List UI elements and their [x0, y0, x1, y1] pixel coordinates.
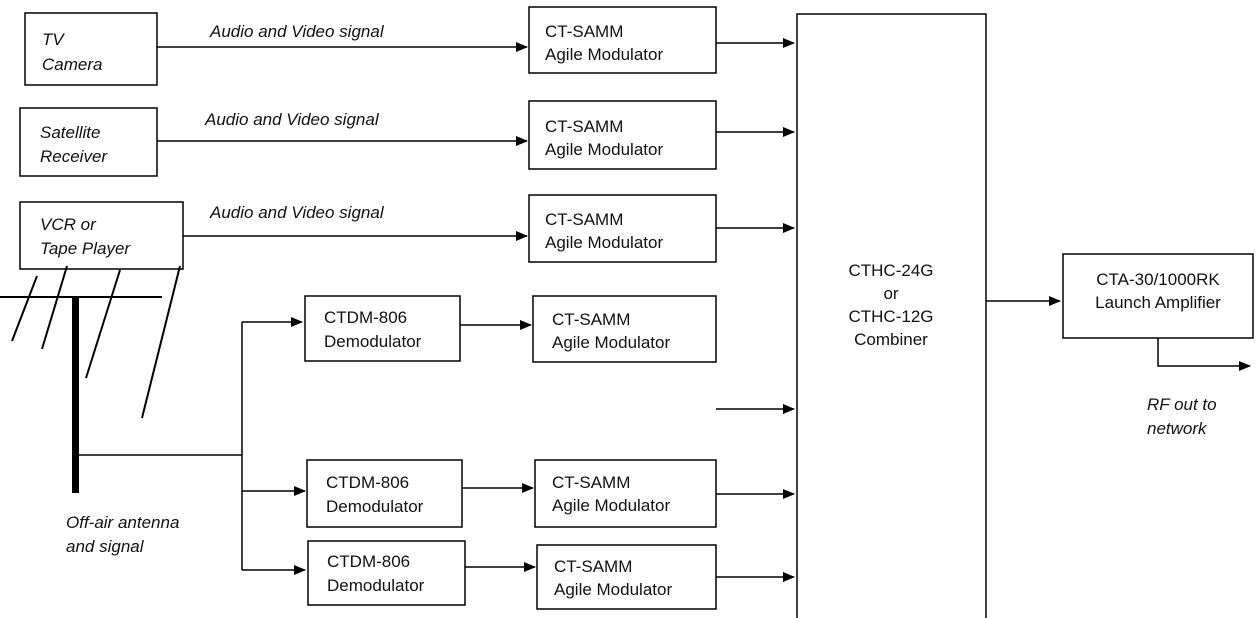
demodulator-box-2: CTDM-806 Demodulator	[306, 459, 463, 528]
launch-amplifier-box: CTA-30/1000RK Launch Amplifier	[1062, 253, 1254, 339]
demodulator-box-3: CTDM-806 Demodulator	[307, 540, 466, 606]
rf-out-label-2: network	[1147, 419, 1208, 438]
modulator-1-label-1: CT-SAMM	[545, 22, 623, 41]
modulator-3-label-2: Agile Modulator	[545, 233, 663, 252]
modulator-6-label-1: CT-SAMM	[554, 557, 632, 576]
modulator-4-label-2: Agile Modulator	[552, 333, 670, 352]
amplifier-label-2: Launch Amplifier	[1095, 293, 1221, 312]
modulator-4-label-1: CT-SAMM	[552, 310, 630, 329]
modulator-2-label-2: Agile Modulator	[545, 140, 663, 159]
signal-label-2: Audio and Video signal	[204, 110, 380, 129]
modulator-2-label-1: CT-SAMM	[545, 117, 623, 136]
tv-camera-label-2: Camera	[42, 55, 102, 74]
modulator-5-label-1: CT-SAMM	[552, 473, 630, 492]
vcr-tape-player-box: VCR or Tape Player	[19, 201, 184, 270]
combiner-outline	[796, 13, 987, 618]
signal-label-1: Audio and Video signal	[209, 22, 385, 41]
modulator-5-label-2: Agile Modulator	[552, 496, 670, 515]
modulator-box-3: CT-SAMM Agile Modulator	[528, 194, 717, 263]
demod-3-label-1: CTDM-806	[327, 552, 410, 571]
modulator-box-5: CT-SAMM Agile Modulator	[534, 459, 717, 528]
amplifier-label-1: CTA-30/1000RK	[1096, 270, 1220, 289]
combiner-label-1: CTHC-24G	[848, 261, 933, 280]
modulator-box-6: CT-SAMM Agile Modulator	[536, 544, 717, 610]
antenna-icon	[0, 265, 181, 493]
demod-1-label-2: Demodulator	[324, 332, 422, 351]
demod-2-label-1: CTDM-806	[326, 473, 409, 492]
modulator-box-2: CT-SAMM Agile Modulator	[528, 100, 717, 170]
satellite-label-1: Satellite	[40, 123, 100, 142]
vcr-label-2: Tape Player	[40, 239, 131, 258]
demod-1-label-1: CTDM-806	[324, 308, 407, 327]
tv-camera-label-1: TV	[42, 30, 65, 49]
antenna-label-2: and signal	[66, 537, 145, 556]
modulator-box-1: CT-SAMM Agile Modulator	[528, 6, 717, 74]
demod-3-label-2: Demodulator	[327, 576, 425, 595]
rf-out-label-1: RF out to	[1147, 395, 1217, 414]
rf-out-arrow	[1157, 338, 1251, 371]
tv-camera-box: TV Camera	[24, 12, 158, 86]
combiner-label-4: Combiner	[854, 330, 928, 349]
antenna-label-1: Off-air antenna	[66, 513, 179, 532]
modulator-box-4: CT-SAMM Agile Modulator	[532, 295, 717, 363]
satellite-label-2: Receiver	[40, 147, 108, 166]
demod-2-label-2: Demodulator	[326, 497, 424, 516]
combiner-box: CTHC-24G or CTHC-12G Combiner	[796, 13, 987, 618]
satellite-receiver-box: Satellite Receiver	[19, 107, 158, 177]
signal-label-3: Audio and Video signal	[209, 203, 385, 222]
demodulator-box-1: CTDM-806 Demodulator	[304, 295, 461, 362]
modulator-6-label-2: Agile Modulator	[554, 580, 672, 599]
combiner-label-2: or	[883, 284, 898, 303]
vcr-label-1: VCR or	[40, 215, 97, 234]
modulator-1-label-2: Agile Modulator	[545, 45, 663, 64]
modulator-3-label-1: CT-SAMM	[545, 210, 623, 229]
combiner-label-3: CTHC-12G	[848, 307, 933, 326]
